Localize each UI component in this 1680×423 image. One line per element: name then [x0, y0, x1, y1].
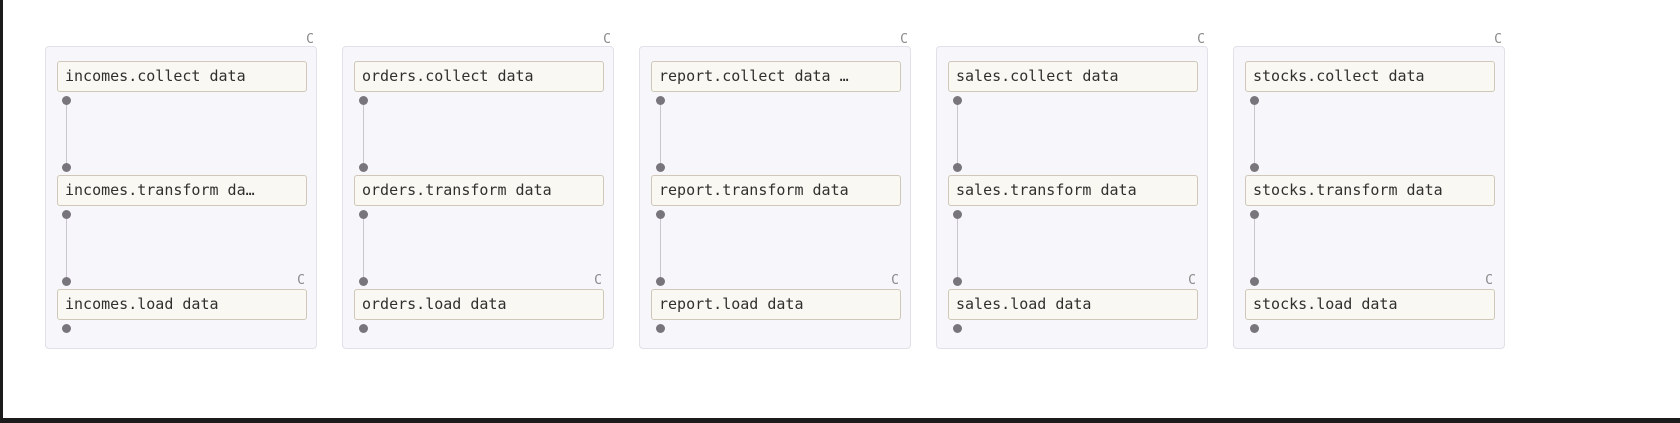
task-node-marker-icon[interactable]: C — [297, 273, 305, 288]
task-node-label: orders.collect_data — [362, 69, 534, 84]
edge-source-dot-icon — [656, 324, 665, 333]
group-collapse-icon[interactable]: C — [1197, 32, 1205, 47]
task-node[interactable]: report.load_data — [651, 289, 901, 320]
task-node[interactable]: orders.collect_data — [354, 61, 604, 92]
edge-source-dot-icon — [656, 210, 665, 219]
task-node-label: incomes.transform_da… — [65, 183, 255, 198]
edge-target-dot-icon — [953, 163, 962, 172]
task-node-label: sales.collect_data — [956, 69, 1119, 84]
graph-canvas[interactable]: C incomes.collect_data incomes.transform… — [3, 0, 1680, 418]
edge-target-dot-icon — [1250, 163, 1259, 172]
group-collapse-icon[interactable]: C — [900, 32, 908, 47]
task-group-incomes[interactable]: C incomes.collect_data incomes.transform… — [45, 33, 317, 349]
edge-source-dot-icon — [1250, 324, 1259, 333]
task-node[interactable]: sales.collect_data — [948, 61, 1198, 92]
edge-line — [363, 214, 364, 282]
edge-target-dot-icon — [62, 277, 71, 286]
group-collapse-icon[interactable]: C — [1494, 32, 1502, 47]
task-edge — [953, 96, 962, 172]
task-group-row: C incomes.collect_data incomes.transform… — [45, 33, 1505, 349]
edge-source-dot-icon — [953, 210, 962, 219]
task-edge — [359, 210, 368, 286]
task-node-label: stocks.collect_data — [1253, 69, 1425, 84]
edge-source-dot-icon — [1250, 210, 1259, 219]
task-group-report[interactable]: C report.collect_data_… report.transform… — [639, 33, 911, 349]
task-node-label: orders.load_data — [362, 297, 507, 312]
task-edge — [656, 324, 665, 336]
task-edge — [62, 210, 71, 286]
edge-source-dot-icon — [62, 210, 71, 219]
task-edge — [1250, 324, 1259, 336]
task-node-marker-icon[interactable]: C — [1188, 273, 1196, 288]
task-node-label: sales.load_data — [956, 297, 1092, 312]
task-node[interactable]: incomes.load_data — [57, 289, 307, 320]
task-node[interactable]: report.transform_data — [651, 175, 901, 206]
task-node-label: report.load_data — [659, 297, 804, 312]
task-node-label: orders.transform_data — [362, 183, 552, 198]
edge-target-dot-icon — [359, 163, 368, 172]
task-node-label: report.transform_data — [659, 183, 849, 198]
task-node[interactable]: stocks.collect_data — [1245, 61, 1495, 92]
task-node[interactable]: report.collect_data_… — [651, 61, 901, 92]
task-node[interactable]: sales.load_data — [948, 289, 1198, 320]
task-node[interactable]: incomes.transform_da… — [57, 175, 307, 206]
task-node-label: report.collect_data_… — [659, 69, 849, 84]
edge-line — [363, 100, 364, 168]
task-node-marker-icon[interactable]: C — [891, 273, 899, 288]
edge-line — [1254, 214, 1255, 282]
task-edge — [359, 96, 368, 172]
edge-line — [1254, 100, 1255, 168]
edge-source-dot-icon — [1250, 96, 1259, 105]
task-group-sales[interactable]: C sales.collect_data sales.transform_dat… — [936, 33, 1208, 349]
group-collapse-icon[interactable]: C — [603, 32, 611, 47]
task-node-label: stocks.load_data — [1253, 297, 1398, 312]
task-edge — [953, 210, 962, 286]
task-node[interactable]: stocks.load_data — [1245, 289, 1495, 320]
group-collapse-icon[interactable]: C — [306, 32, 314, 47]
task-edge — [953, 324, 962, 336]
task-edge — [656, 96, 665, 172]
edge-source-dot-icon — [62, 96, 71, 105]
task-node[interactable]: orders.transform_data — [354, 175, 604, 206]
edge-line — [660, 214, 661, 282]
task-edge — [1250, 210, 1259, 286]
edge-source-dot-icon — [953, 96, 962, 105]
edge-line — [66, 100, 67, 168]
edge-target-dot-icon — [359, 277, 368, 286]
task-edge — [656, 210, 665, 286]
task-node[interactable]: orders.load_data — [354, 289, 604, 320]
task-group-orders[interactable]: C orders.collect_data orders.transform_d… — [342, 33, 614, 349]
task-node[interactable]: incomes.collect_data — [57, 61, 307, 92]
edge-target-dot-icon — [656, 277, 665, 286]
task-edge — [62, 96, 71, 172]
edge-line — [66, 214, 67, 282]
task-node-label: incomes.collect_data — [65, 69, 246, 84]
task-node-marker-icon[interactable]: C — [1485, 273, 1493, 288]
edge-target-dot-icon — [1250, 277, 1259, 286]
edge-line — [957, 100, 958, 168]
task-node-label: sales.transform_data — [956, 183, 1137, 198]
task-node-marker-icon[interactable]: C — [594, 273, 602, 288]
edge-source-dot-icon — [359, 210, 368, 219]
task-group-stocks[interactable]: C stocks.collect_data stocks.transform_d… — [1233, 33, 1505, 349]
edge-target-dot-icon — [62, 163, 71, 172]
edge-line — [957, 214, 958, 282]
task-node[interactable]: stocks.transform_data — [1245, 175, 1495, 206]
edge-line — [660, 100, 661, 168]
task-node-label: incomes.load_data — [65, 297, 219, 312]
task-edge — [359, 324, 368, 336]
task-edge — [1250, 96, 1259, 172]
task-edge — [62, 324, 71, 336]
edge-target-dot-icon — [656, 163, 665, 172]
edge-source-dot-icon — [656, 96, 665, 105]
edge-source-dot-icon — [953, 324, 962, 333]
task-node-label: stocks.transform_data — [1253, 183, 1443, 198]
edge-source-dot-icon — [359, 324, 368, 333]
task-node[interactable]: sales.transform_data — [948, 175, 1198, 206]
edge-target-dot-icon — [953, 277, 962, 286]
edge-source-dot-icon — [62, 324, 71, 333]
edge-source-dot-icon — [359, 96, 368, 105]
